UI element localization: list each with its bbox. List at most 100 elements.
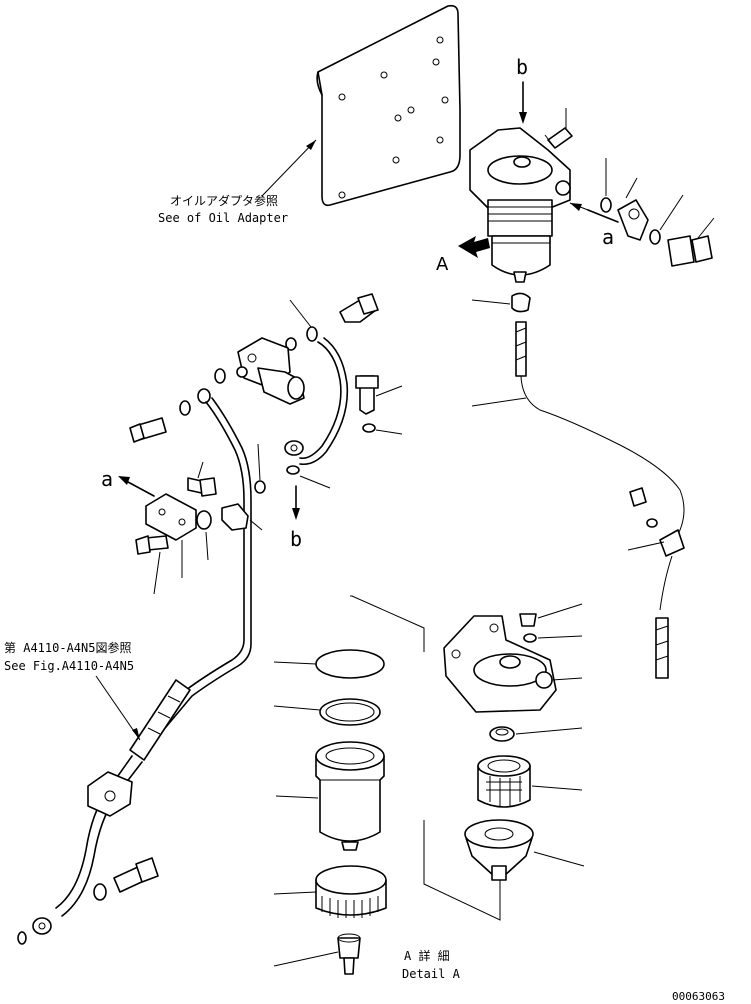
washer: [306, 326, 318, 342]
view-a-label: A: [436, 254, 449, 275]
leader: [531, 785, 583, 791]
marker-a-left: a: [101, 467, 113, 491]
eye-joint-top: [617, 199, 649, 241]
clamp-right: [629, 487, 685, 557]
bolt-right: [667, 235, 713, 267]
bolt-lower: [113, 857, 159, 893]
washer: [179, 400, 191, 416]
leader: [515, 727, 583, 735]
filter-head-detail: [443, 615, 557, 713]
washer: [600, 197, 612, 213]
washer: [362, 423, 376, 433]
hose-segment-left: [129, 679, 191, 761]
o-ring: [315, 649, 385, 679]
oil-adapter-plate: [316, 4, 461, 207]
leader: [375, 385, 403, 397]
hose-line: [520, 375, 685, 541]
eye-fitting: [197, 388, 211, 404]
marker-a-arrow-top: [587, 209, 619, 223]
washer: [649, 229, 661, 245]
leader: [197, 461, 204, 479]
bolt-left: [129, 417, 167, 443]
bolt-bracket-bottom: [135, 535, 169, 555]
leader: [471, 299, 511, 305]
oil-adapter-label-jp: オイルアダプタ参照: [170, 193, 278, 208]
detail-bracket-top: [350, 595, 425, 652]
leader: [627, 541, 665, 551]
washer: [523, 633, 537, 643]
bolt-top: [544, 127, 573, 149]
oil-adapter-label-en: See of Oil Adapter: [158, 211, 288, 225]
leader: [697, 217, 715, 239]
leader: [551, 677, 583, 681]
drawing-number: 00063063: [672, 990, 725, 1003]
arrowhead: [570, 203, 582, 211]
hose-clamp-top: [511, 292, 531, 313]
retaining-ring: [315, 865, 387, 918]
bolt-mid: [355, 375, 379, 415]
leader: [275, 795, 319, 799]
leader: [205, 531, 209, 561]
washer: [93, 883, 107, 901]
bracket: [145, 493, 197, 541]
plug-detail: [519, 613, 537, 627]
washer: [214, 368, 226, 384]
washer: [286, 465, 300, 475]
leader: [273, 951, 339, 967]
nut: [196, 510, 212, 530]
fig-ref-label-jp: 第 A4110-A4N5図参照: [4, 640, 131, 655]
priming-pump: [236, 337, 305, 405]
leader: [273, 891, 317, 895]
banjo-fitting-lower: [32, 917, 52, 935]
washer: [17, 931, 27, 945]
tube-clamp-lower: [87, 771, 133, 817]
leader-oil-adapter: [261, 139, 317, 197]
fuel-tube-upper: [299, 341, 342, 460]
hose-segment-top: [515, 321, 527, 377]
leader: [249, 519, 263, 531]
water-separator-bowl: [464, 819, 534, 881]
leader: [299, 475, 331, 489]
washer: [285, 337, 297, 351]
marker-a-arrow-left: [127, 481, 155, 497]
detail-bracket-bottom: [423, 820, 501, 921]
leader: [659, 194, 684, 231]
view-a-arrow: [458, 236, 490, 258]
marker-b-mid: b: [290, 527, 302, 551]
leader: [273, 661, 317, 665]
nut: [254, 480, 266, 494]
tube-clamp-mid: [221, 503, 249, 531]
leader: [289, 299, 312, 328]
filter-element: [315, 741, 385, 851]
arrowhead: [118, 476, 130, 485]
arrowhead: [292, 508, 300, 520]
bolt-bracket-top: [187, 477, 217, 497]
arrowhead: [519, 112, 527, 124]
fig-ref-label-en: See Fig.A4110-A4N5: [4, 659, 134, 673]
leader-fig-ref: [95, 675, 141, 741]
spring-seat: [489, 726, 515, 742]
detail-label-en: Detail A: [402, 967, 461, 981]
leader: [625, 177, 638, 199]
fuel-tube-long: [141, 401, 245, 741]
leader: [537, 635, 583, 639]
banjo-fitting-mid: [284, 440, 304, 456]
fuel-filter-assembly-top: [469, 127, 571, 283]
drain-plug: [337, 933, 361, 975]
leader: [537, 603, 583, 619]
bolt-upper-mid: [339, 293, 379, 323]
leader: [471, 397, 527, 407]
detail-label-jp: A 詳 細: [404, 948, 450, 963]
leader: [375, 429, 403, 435]
leader: [273, 705, 321, 711]
marker-b-top: b: [516, 55, 528, 79]
hose-segment-right: [655, 617, 669, 679]
arrowhead: [306, 140, 316, 150]
leader: [257, 443, 261, 481]
leader: [153, 551, 161, 595]
arrowhead: [132, 728, 140, 740]
leader: [533, 851, 585, 867]
gasket-ring: [319, 698, 381, 726]
strainer: [477, 755, 531, 808]
